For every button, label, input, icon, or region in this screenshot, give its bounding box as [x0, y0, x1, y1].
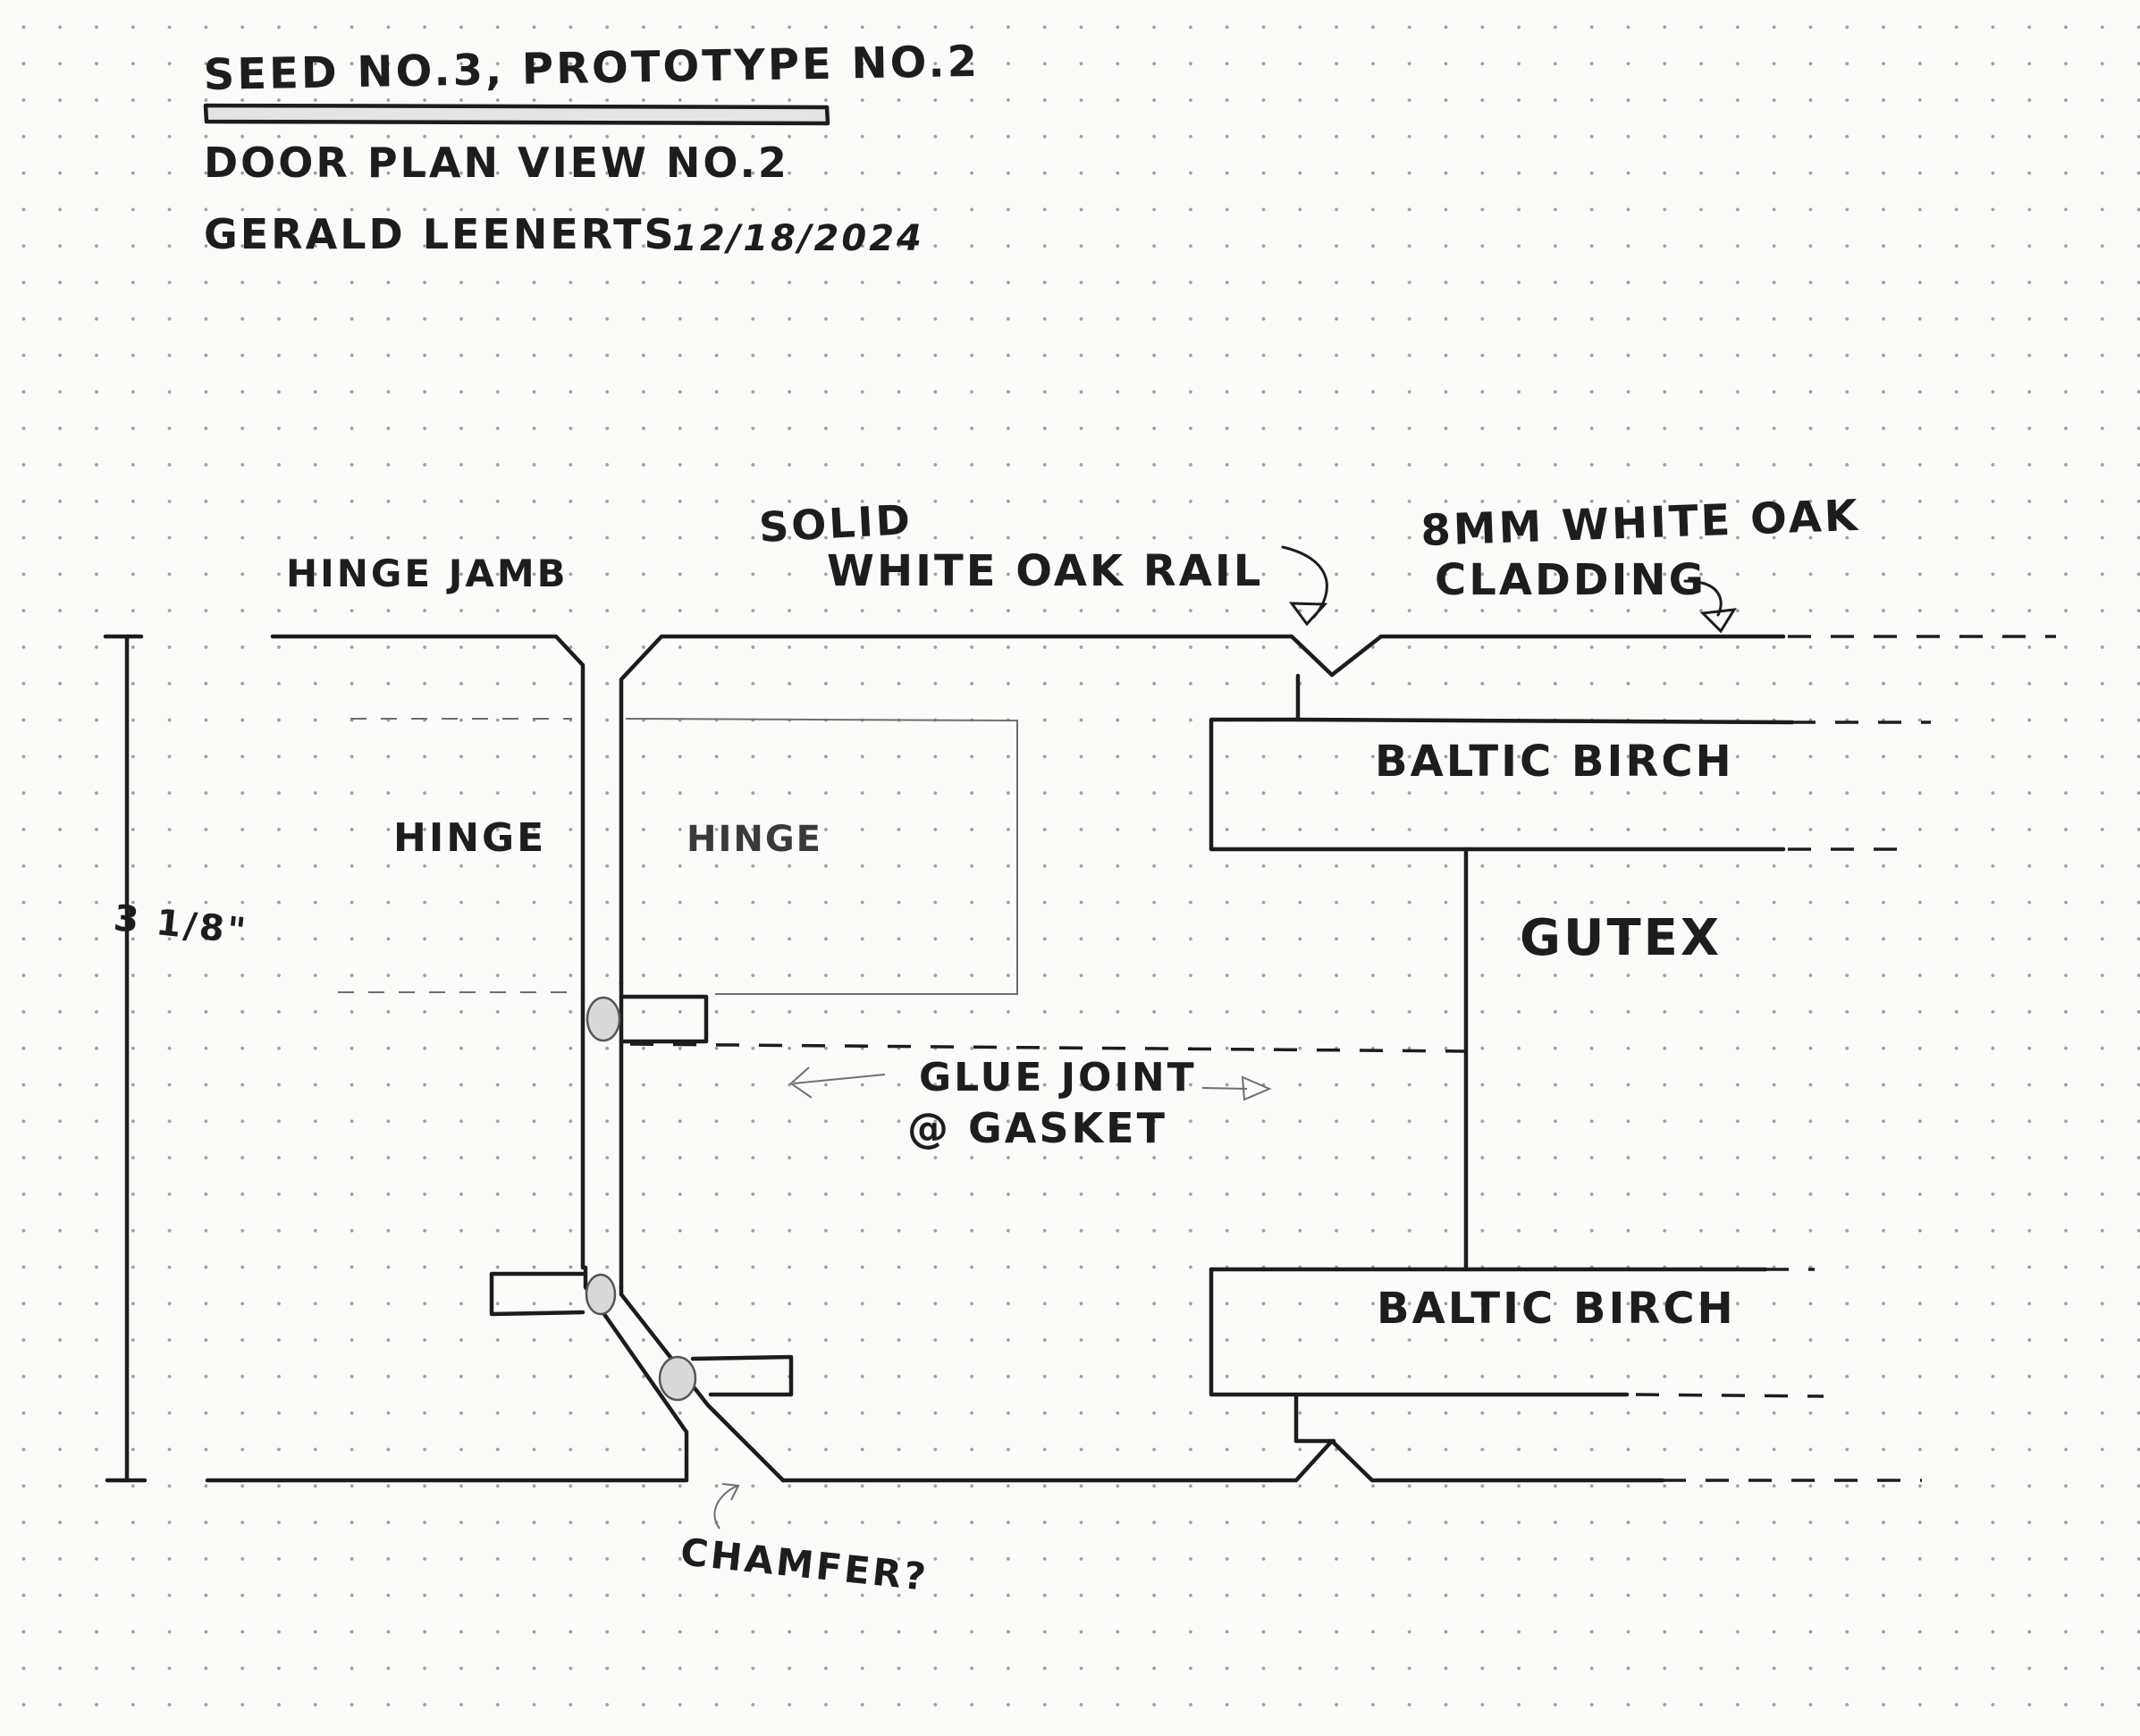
solid-rail-label-1: SOLID	[758, 495, 914, 552]
cladding-top	[1209, 673, 1931, 852]
bottom-edge	[205, 1265, 1922, 1483]
gasket-stop-upper	[586, 994, 709, 1044]
baltic-birch-top-label: BALTIC BIRCH	[1375, 737, 1734, 787]
cladding-label-1: 8MM WHITE OAK	[1420, 491, 1860, 556]
glue-joint-line	[629, 1042, 1467, 1053]
rail-leader-arrow	[1281, 545, 1328, 627]
glue-joint-label-2: @ GASKET	[907, 1104, 1167, 1152]
baltic-birch-bottom-label: BALTIC BIRCH	[1377, 1284, 1736, 1334]
chamfer-label: CHAMFER?	[678, 1530, 931, 1599]
cladding-label-2: CLADDING	[1435, 555, 1706, 605]
cladding-leader-arrow	[1683, 579, 1737, 634]
hinge-right-label: HINGE	[687, 819, 822, 860]
title-line-1: SEED NO.3, PROTOTYPE NO.2	[203, 37, 980, 100]
glue-joint-label-1: GLUE JOINT	[919, 1055, 1197, 1100]
gasket-stop-lower	[489, 1271, 617, 1317]
dimension-line	[103, 634, 147, 1483]
hinge-jamb-label: HINGE JAMB	[286, 552, 569, 595]
title-line-2: DOOR PLAN VIEW NO.2	[204, 139, 789, 187]
gutex-label: GUTEX	[1520, 909, 1722, 967]
author-name: GERALD LEENERTS	[204, 210, 677, 258]
cladding-bottom	[1209, 1267, 1824, 1444]
drawing-date: 12/18/2024	[672, 218, 924, 259]
chamfer-leader-arrow	[713, 1483, 740, 1530]
gasket-stop-chamfer	[658, 1354, 794, 1402]
hinge-left-label: HINGE	[393, 815, 546, 861]
top-edge	[270, 634, 2056, 995]
glue-joint-arrows	[789, 1066, 1272, 1101]
hinge-outline	[338, 718, 1018, 995]
title-underline	[203, 103, 830, 126]
solid-rail-label-2: WHITE OAK RAIL	[827, 546, 1263, 596]
dimension-label: 3 1/8"	[112, 897, 250, 953]
